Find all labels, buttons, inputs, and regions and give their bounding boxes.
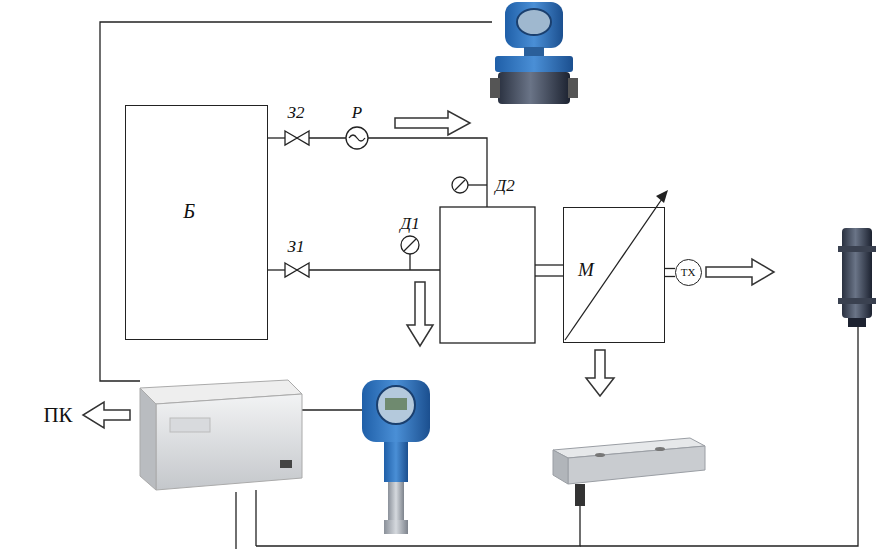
hollow-arrow: [83, 111, 774, 428]
gauge-label: Д1: [400, 215, 419, 232]
shaft-connector: [665, 269, 675, 277]
pc-label: ПК: [43, 405, 72, 426]
valve-label: З1: [288, 238, 305, 255]
proximity-sensor: [838, 228, 876, 327]
daq-module: [140, 380, 302, 490]
load-cell: [553, 438, 705, 506]
node-text: Б: [183, 201, 195, 221]
valve-symbol: [285, 131, 309, 277]
signal-wire: [100, 22, 858, 549]
flowmeter-label: Р: [352, 104, 362, 121]
node-text: ТХ: [681, 267, 696, 278]
node-text: М: [578, 260, 594, 279]
tachometer-circle: ТХ: [675, 259, 702, 286]
tank-box: Б: [125, 105, 268, 340]
motor-box: М: [563, 207, 665, 343]
pressure-transmitter: [490, 2, 578, 104]
pressure-transmitter: [362, 380, 430, 534]
piping: [268, 138, 664, 343]
valve-label: З2: [288, 104, 305, 121]
gauge-label: Д2: [495, 177, 514, 194]
arrow-head: [656, 190, 668, 203]
gauge-symbol: [401, 177, 468, 254]
flowmeter-symbol: [346, 127, 368, 149]
